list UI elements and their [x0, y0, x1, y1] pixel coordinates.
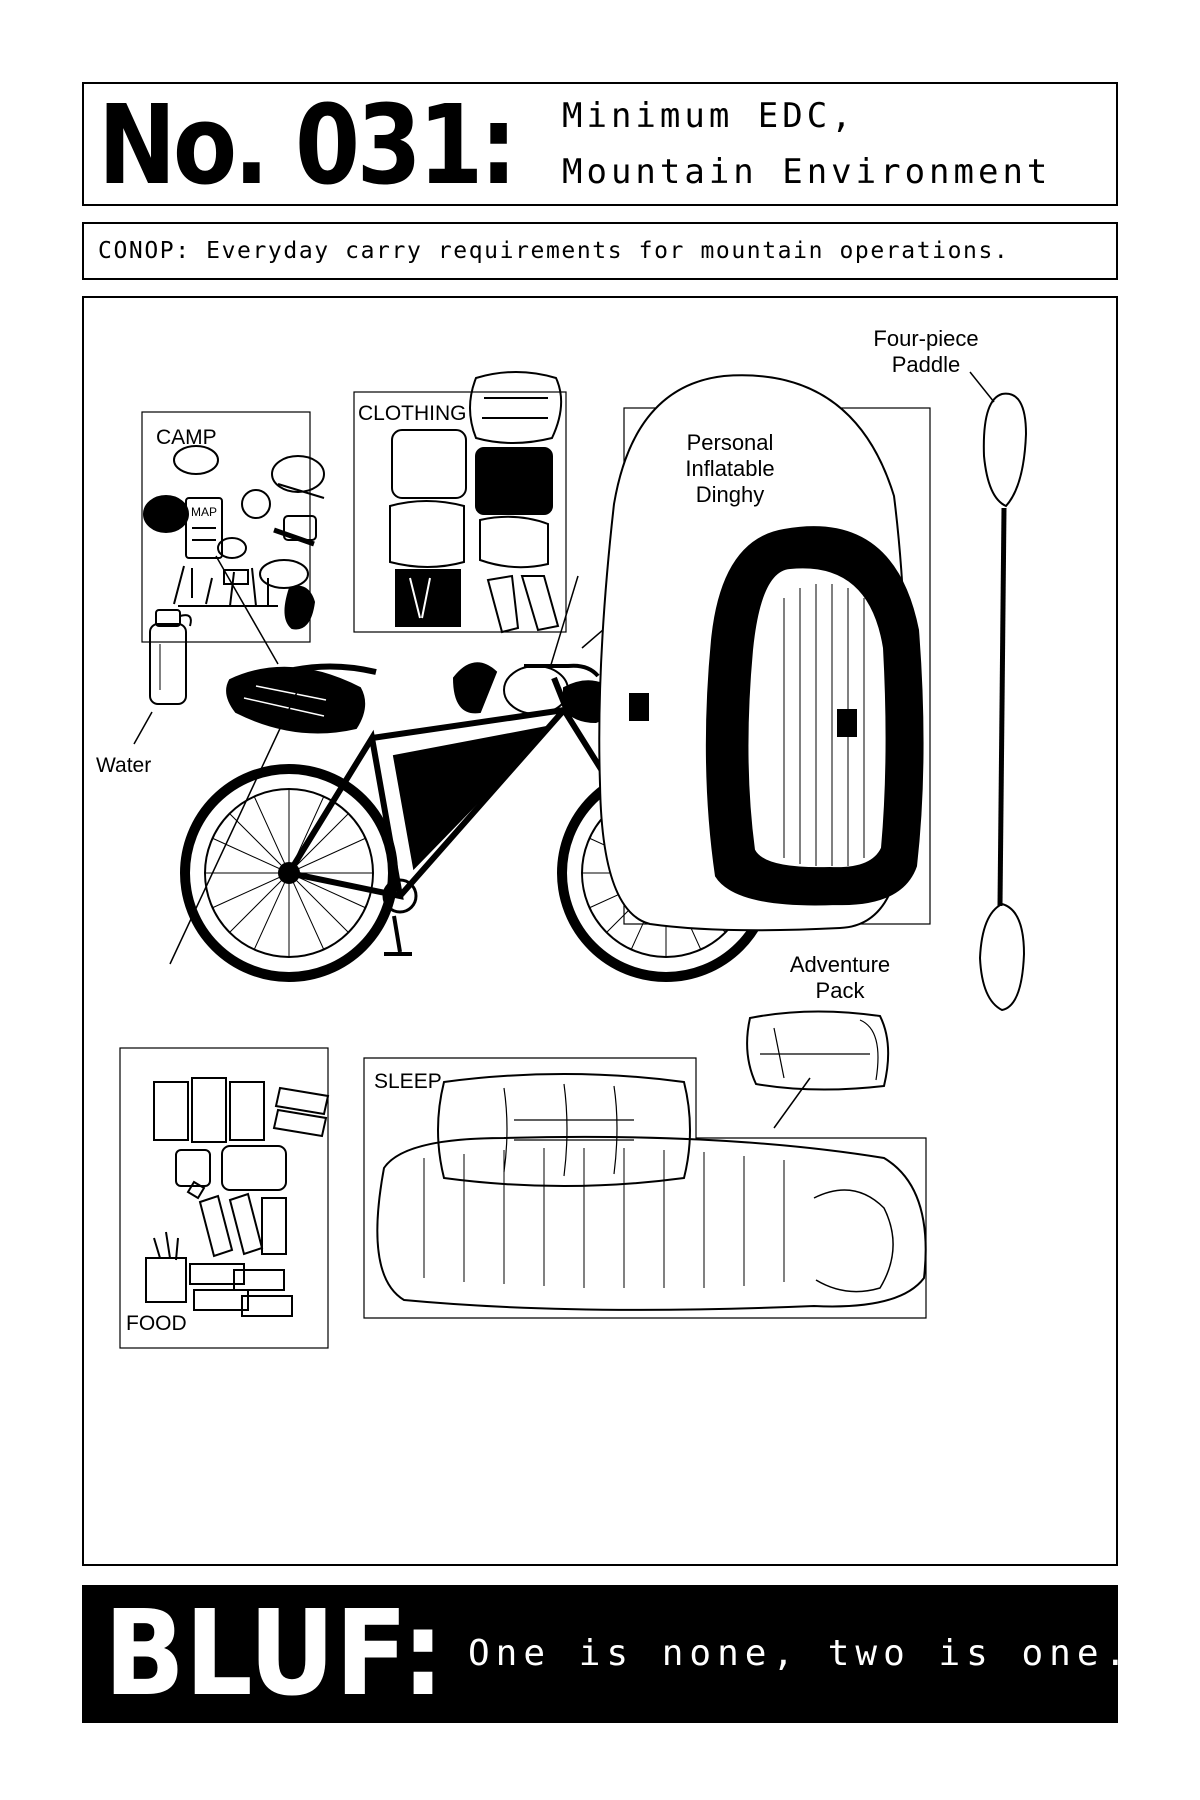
camp-group: CAMP MAP	[141, 411, 325, 643]
dinghy-label-3: Dinghy	[696, 482, 764, 507]
sleep-bag-quilting	[423, 1148, 785, 1288]
pack-label-2: Pack	[816, 978, 866, 1003]
dinghy-floor-lines	[783, 584, 865, 866]
bluf-label: BLUF:	[104, 1584, 445, 1722]
conop-text: CONOP: Everyday carry requirements for m…	[98, 238, 1010, 264]
bluf-text: One is none, two is one.	[468, 1633, 1133, 1674]
header-box: No. 031: Minimum EDC, Mountain Environme…	[82, 82, 1118, 206]
conop-box: CONOP: Everyday carry requirements for m…	[82, 222, 1118, 280]
title-line-1: Minimum EDC,	[562, 96, 856, 136]
food-group: FOOD	[119, 1047, 330, 1349]
food-label: FOOD	[126, 1312, 187, 1335]
water-bottle: Water	[96, 609, 192, 777]
inflatable-dinghy: Personal Inflatable Dinghy	[598, 374, 931, 932]
sleep-label: SLEEP	[374, 1070, 442, 1093]
map-label: MAP	[191, 505, 217, 519]
bluf-banner: BLUF: One is none, two is one.	[82, 1584, 1126, 1723]
adventure-pack: Adventure Pack	[746, 952, 890, 1129]
illustration-panel: CAMP MAP CLOTHING	[82, 296, 1118, 1566]
clothing-label: CLOTHING	[358, 402, 467, 425]
water-label: Water	[96, 754, 151, 777]
four-piece-paddle: Four-piece Paddle	[873, 326, 1028, 1012]
clothing-group: CLOTHING	[353, 371, 567, 634]
dinghy-label-2: Inflatable	[685, 456, 774, 481]
sleep-group: SLEEP	[363, 1057, 927, 1319]
issue-number: No. 031:	[98, 81, 517, 209]
pack-label-1: Adventure	[790, 952, 890, 977]
dinghy-label-1: Personal	[687, 430, 774, 455]
paddle-label-2: Paddle	[892, 352, 961, 377]
camp-label: CAMP	[156, 426, 217, 449]
gear-illustration: CAMP MAP CLOTHING	[96, 326, 1028, 1349]
paddle-label-1: Four-piece	[873, 326, 978, 351]
title-line-2: Mountain Environment	[562, 152, 1052, 192]
